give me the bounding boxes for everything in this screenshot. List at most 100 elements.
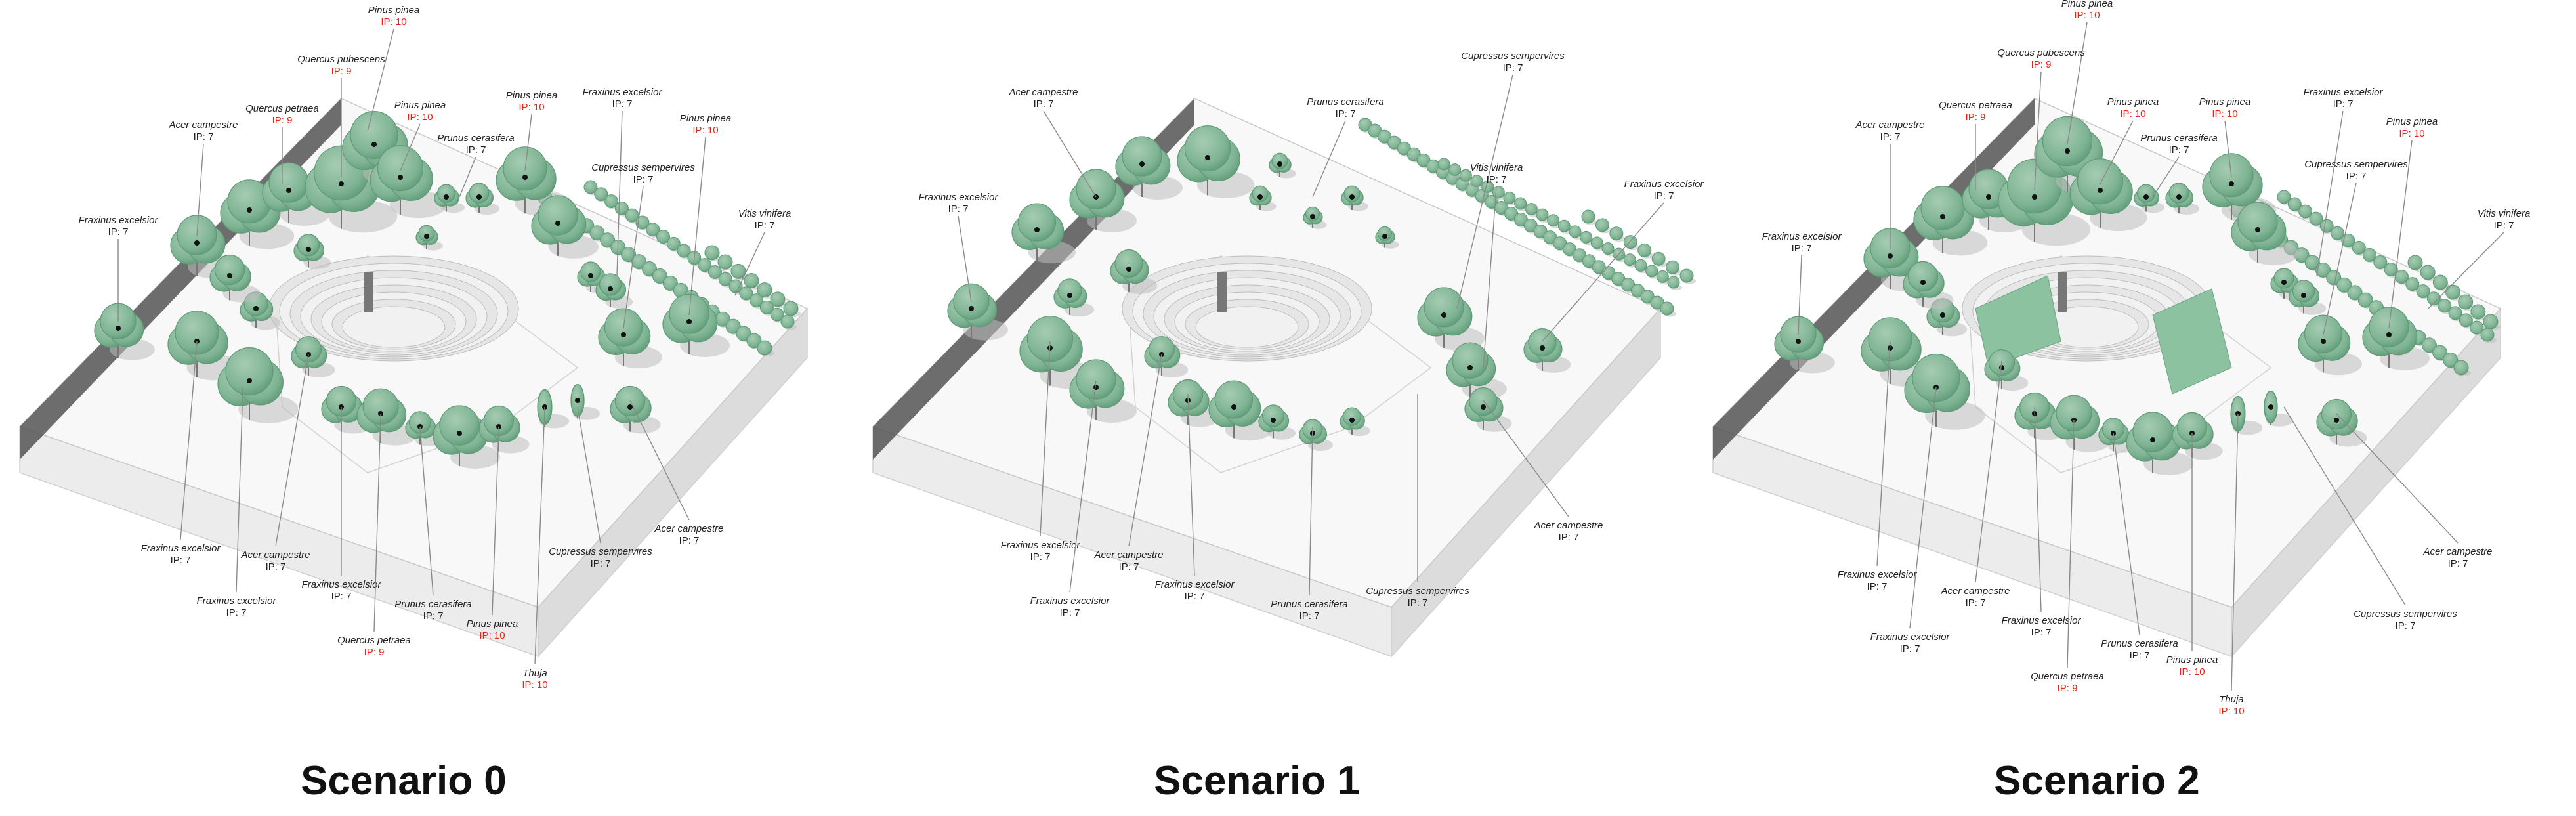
leader-line	[2224, 120, 2232, 178]
species-name: Cupressus sempervires	[1461, 51, 1565, 62]
vine-plant	[1470, 175, 1483, 188]
species-name: Quercus petraea	[337, 635, 411, 646]
species-name: Fraxinus excelsior	[1001, 540, 1081, 551]
tree-canopy	[370, 145, 448, 219]
tree-marker	[2386, 332, 2392, 337]
species-name: Cupressus sempervires	[2354, 609, 2457, 620]
tree-canopy	[1053, 278, 1095, 317]
leader-line	[2336, 413, 2459, 544]
leader-line	[419, 426, 434, 596]
tree-marker	[1126, 267, 1131, 272]
tree-marker	[1205, 155, 1210, 160]
species-name: Fraxinus excelsior	[197, 595, 277, 607]
canopy-lobe	[1252, 185, 1269, 202]
vine-plant	[704, 245, 720, 261]
vine-plant	[730, 263, 746, 279]
species-name: Pinus pinea	[368, 5, 419, 16]
tree-marker	[339, 181, 344, 186]
vine-plant	[1514, 197, 1527, 210]
scenario-title: Scenario 2	[1994, 758, 2200, 804]
leader-line	[958, 215, 972, 303]
leader-line	[688, 137, 706, 316]
tree-marker	[1540, 345, 1545, 351]
tree-marker	[2150, 437, 2155, 442]
tree-marker	[116, 326, 121, 331]
vine-plant	[1590, 236, 1603, 249]
vine-plant	[2336, 277, 2352, 293]
tree-marker	[1034, 227, 1040, 232]
vine-plant	[770, 307, 784, 322]
species-name: Pinus pinea	[394, 100, 446, 111]
ip-value: IP: 7	[2169, 144, 2189, 156]
species-name: Pinus pinea	[2061, 0, 2113, 9]
species-name: Prunus cerasifera	[394, 599, 472, 610]
vine-plant	[739, 286, 753, 301]
ip-value: IP: 7	[1185, 591, 1205, 602]
species-name: Acer campestre	[1940, 586, 2010, 597]
tree-marker	[424, 234, 429, 239]
tree-marker	[969, 306, 974, 311]
vine-plant	[725, 318, 741, 334]
leader-line	[400, 123, 421, 171]
vine-plant	[589, 225, 605, 241]
vine-plant	[656, 230, 671, 244]
tree-canopy	[1523, 328, 1571, 373]
species-name: Acer campestre	[240, 549, 310, 561]
leader-line	[180, 341, 198, 540]
vine-plant	[2277, 190, 2291, 204]
tree-marker	[1888, 253, 1893, 259]
tree-canopy	[595, 273, 633, 309]
tree-canopy	[1177, 125, 1255, 199]
leader-line	[373, 413, 381, 632]
tree-marker	[1999, 365, 2004, 370]
leader-line	[524, 114, 532, 171]
ip-value: IP: 7	[1792, 243, 1812, 254]
tree-canopy	[94, 303, 155, 360]
species-name: Fraxinus excelsior	[2002, 615, 2082, 626]
tree-marker	[621, 332, 626, 337]
tree-marker	[1349, 418, 1355, 423]
amphitheatre-step	[1195, 306, 1299, 348]
canopy-lobe	[1261, 404, 1285, 427]
vine-plant	[1645, 265, 1658, 278]
tree-canopy	[415, 225, 443, 251]
tree-marker	[398, 175, 403, 180]
tree-marker	[627, 404, 633, 410]
tree-marker	[1467, 365, 1473, 370]
vine-plant	[2347, 285, 2363, 301]
canopy-lobe	[439, 405, 480, 446]
species-name: Fraxinus excelsior	[919, 192, 999, 203]
ip-value: IP: 9	[364, 647, 385, 658]
vine-plant	[780, 314, 795, 329]
canopy-lobe	[1271, 152, 1288, 169]
species-name: Prunus cerasifera	[2101, 638, 2178, 649]
tree-canopy	[1903, 261, 1954, 309]
species-name: Pinus pinea	[506, 90, 557, 101]
tree-marker	[608, 286, 613, 291]
canopy-lobe	[175, 311, 219, 355]
canopy-lobe	[418, 225, 435, 242]
tree-marker	[247, 378, 252, 383]
canopy-lobe	[1305, 206, 1320, 221]
vine-plant	[783, 301, 799, 316]
vine-plant	[2309, 211, 2323, 226]
stage-post	[1217, 272, 1227, 312]
ip-value: IP: 10	[479, 630, 505, 641]
leader-line	[1128, 354, 1162, 547]
canopy-lobe	[1148, 336, 1175, 363]
stage-post	[364, 272, 373, 312]
canopy-lobe	[1342, 407, 1362, 426]
leader-line	[616, 110, 623, 276]
vine-plant	[2420, 265, 2436, 280]
species-name: Prunus cerasifera	[1307, 97, 1384, 108]
